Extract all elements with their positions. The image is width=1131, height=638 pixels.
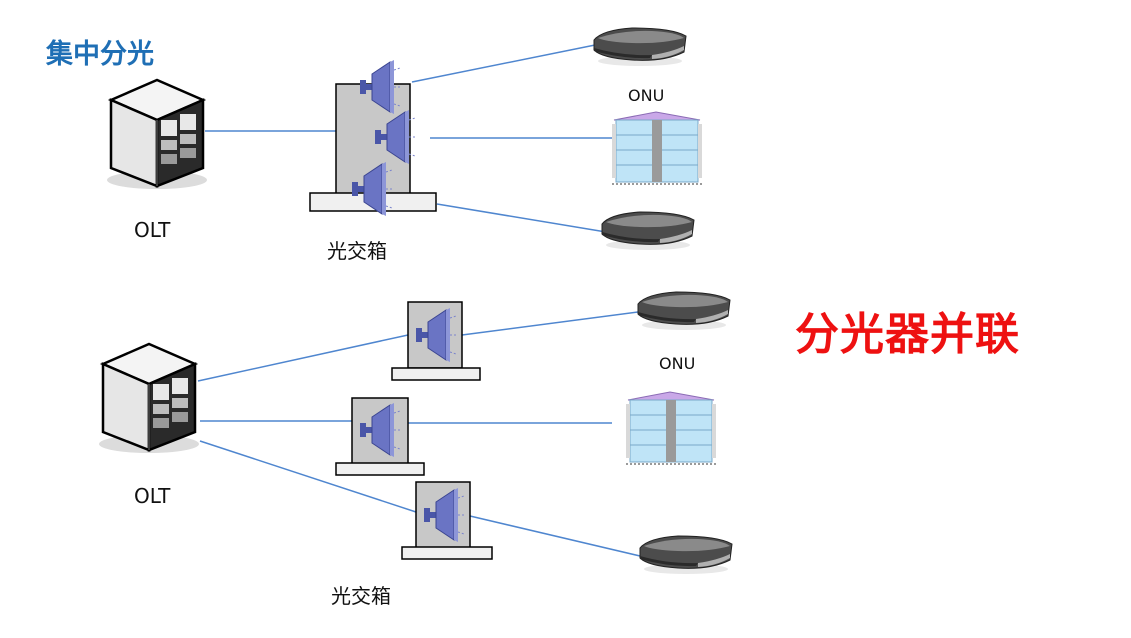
section1-title: 集中分光 [46, 39, 154, 70]
section2-onu-router-icon-bottom [639, 535, 733, 575]
section1-olt-label: OLT [134, 218, 171, 242]
section2-box-label: 光交箱 [331, 584, 391, 608]
section1-olt-server-icon [105, 78, 209, 191]
section2-olt-label: OLT [134, 484, 171, 508]
section2-fiber-lines [197, 311, 641, 557]
section1-onu-label: ONU [628, 86, 665, 105]
section2-onu-router-icon-top [637, 291, 731, 331]
section2-onu-label: ONU [659, 354, 696, 373]
section1-building-icon [611, 111, 703, 185]
section2-building-icon [625, 391, 717, 465]
section1-onu-router-icon-bottom [601, 211, 695, 251]
section1-onu-router-icon-top [593, 27, 687, 67]
section1-box-label: 光交箱 [327, 239, 387, 263]
section1-fiber-lines [205, 43, 612, 233]
section2-olt-server-icon [97, 342, 201, 455]
section2-title: 分光器并联 [795, 309, 1020, 360]
